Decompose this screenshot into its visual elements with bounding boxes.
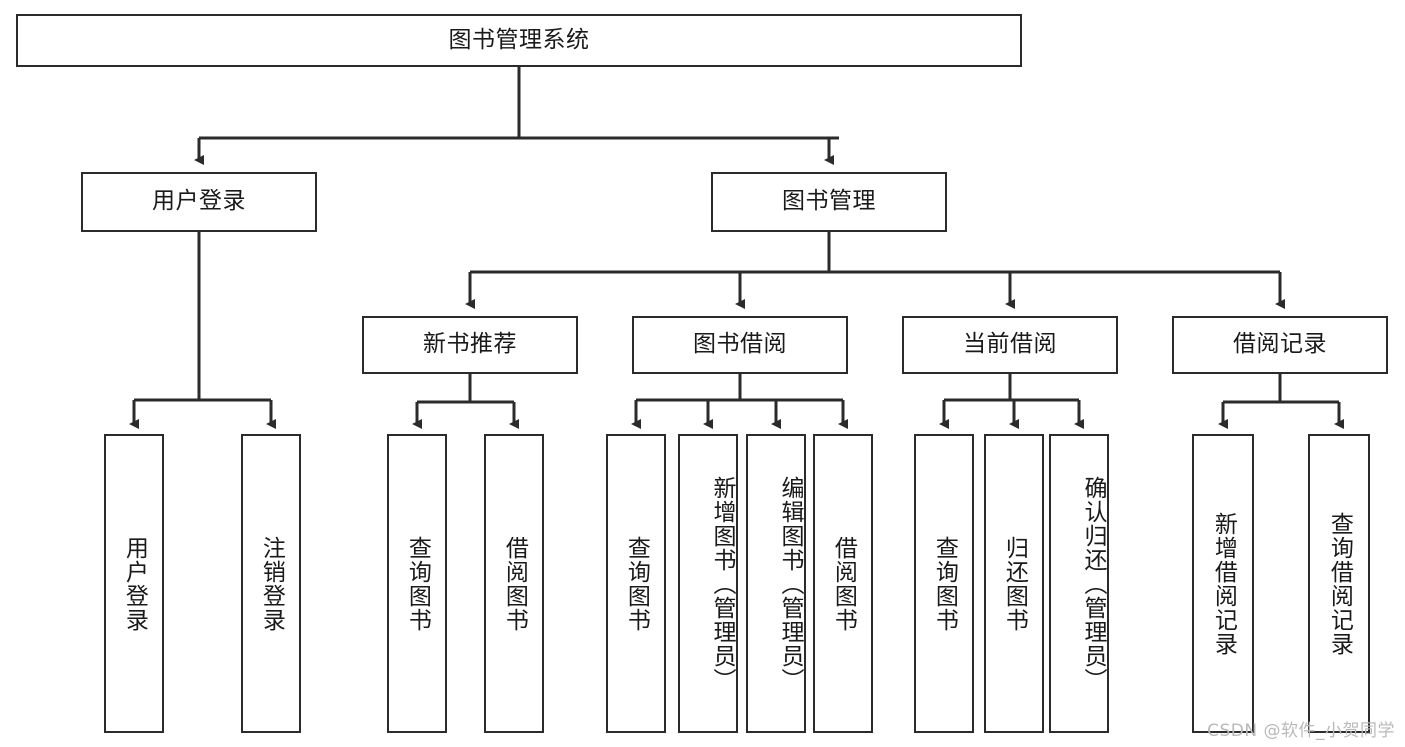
node-leaf-borrow-book-recommend[interactable]: 借阅图书 <box>484 434 544 733</box>
node-user-login[interactable]: 用户登录 <box>81 172 317 232</box>
csdn-watermark: CSDN @软件_小贺同学 <box>1207 721 1395 741</box>
node-leaf-return-book[interactable]: 归还图书 <box>984 434 1044 733</box>
node-leaf-borrow-book-label: 借阅图书 <box>830 535 857 632</box>
node-leaf-logout-label: 注销登录 <box>258 535 285 632</box>
node-current-borrow-label: 当前借阅 <box>963 331 1057 358</box>
node-leaf-edit-book[interactable]: 编辑图书（管理员） <box>746 434 806 733</box>
node-leaf-user-login[interactable]: 用户登录 <box>104 434 164 733</box>
node-new-book-recommend[interactable]: 新书推荐 <box>362 316 578 374</box>
node-leaf-query-record-label: 查询借阅记录 <box>1326 511 1353 656</box>
node-user-login-label: 用户登录 <box>152 188 246 215</box>
node-leaf-add-book-label: 新增图书（管理员） <box>709 475 735 692</box>
node-leaf-query-record[interactable]: 查询借阅记录 <box>1308 434 1370 733</box>
node-book-manage-label: 图书管理 <box>782 188 876 215</box>
node-leaf-logout[interactable]: 注销登录 <box>241 434 301 733</box>
node-borrow-record-label: 借阅记录 <box>1233 331 1327 358</box>
node-leaf-query-book-recommend-label: 查询图书 <box>404 535 431 632</box>
node-root-label: 图书管理系统 <box>448 26 590 53</box>
node-leaf-query-book-recommend[interactable]: 查询图书 <box>387 434 447 733</box>
node-leaf-query-book-current-label: 查询图书 <box>931 535 958 632</box>
node-leaf-query-book-current[interactable]: 查询图书 <box>914 434 974 733</box>
node-new-book-recommend-label: 新书推荐 <box>423 331 517 358</box>
node-leaf-edit-book-label: 编辑图书（管理员） <box>777 475 803 692</box>
node-root[interactable]: 图书管理系统 <box>16 14 1022 67</box>
node-leaf-confirm-return[interactable]: 确认归还（管理员） <box>1049 434 1109 733</box>
node-leaf-borrow-book[interactable]: 借阅图书 <box>813 434 873 733</box>
node-book-manage[interactable]: 图书管理 <box>711 172 947 232</box>
node-leaf-add-record-label: 新增借阅记录 <box>1210 511 1237 656</box>
node-leaf-return-book-label: 归还图书 <box>1001 535 1028 632</box>
node-book-borrow-label: 图书借阅 <box>693 331 787 358</box>
node-leaf-user-login-label: 用户登录 <box>121 535 148 632</box>
node-borrow-record[interactable]: 借阅记录 <box>1172 316 1388 374</box>
node-leaf-query-book-borrow[interactable]: 查询图书 <box>606 434 666 733</box>
node-leaf-add-book[interactable]: 新增图书（管理员） <box>678 434 738 733</box>
node-leaf-add-record[interactable]: 新增借阅记录 <box>1192 434 1254 733</box>
node-current-borrow[interactable]: 当前借阅 <box>902 316 1118 374</box>
node-leaf-borrow-book-recommend-label: 借阅图书 <box>501 535 528 632</box>
node-book-borrow[interactable]: 图书借阅 <box>632 316 848 374</box>
node-leaf-confirm-return-label: 确认归还（管理员） <box>1080 475 1106 692</box>
node-leaf-query-book-borrow-label: 查询图书 <box>623 535 650 632</box>
